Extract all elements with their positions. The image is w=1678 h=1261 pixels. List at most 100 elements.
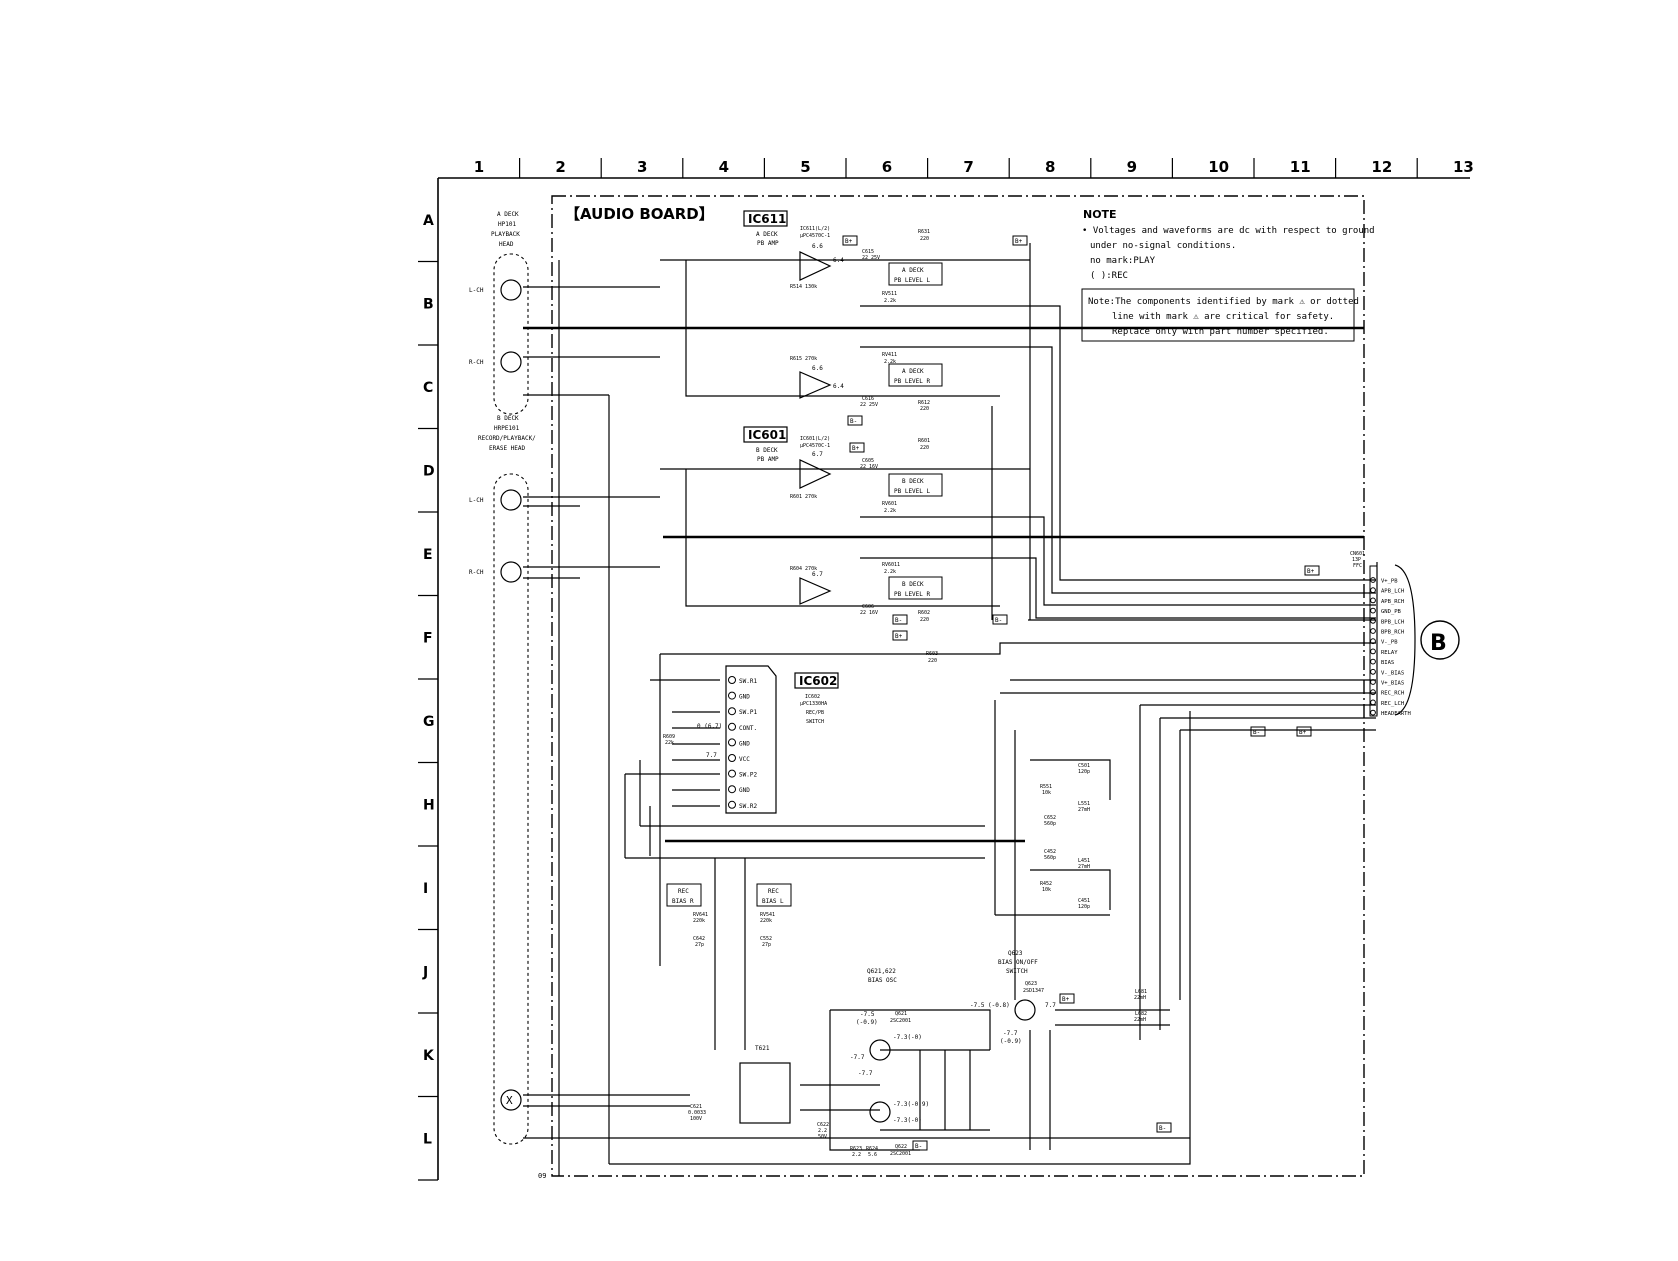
part-c605v: 22 16V — [860, 464, 878, 470]
b-pb-level-r-2: PB LEVEL R — [894, 591, 931, 598]
a-deck-head: A DECK HP101 PLAYBACK HEAD L-CH R-CH — [469, 211, 529, 415]
b-pb-level-l-1: B DECK — [902, 478, 924, 485]
ic602-pin-label: GND — [739, 694, 750, 701]
ic-volt-a3: 6.4 — [833, 383, 844, 390]
ic602-pin — [728, 769, 736, 778]
note-line-1: • Voltages and waveforms are dc with res… — [1082, 226, 1375, 236]
note-line-3: no mark:PLAY — [1090, 256, 1156, 266]
part-c615: C615 — [862, 249, 874, 255]
cn601-pin — [1370, 648, 1376, 655]
cn601-pin-label: V+_PB — [1381, 579, 1398, 585]
bias-oscillator: Q623 BIAS ON/OFF SWITCH Q621,622 BIAS OS… — [739, 950, 1056, 1157]
a-pb-level-l-1: A DECK — [902, 267, 924, 274]
column-label-11: 11 — [1290, 158, 1311, 176]
ic602-label-4: SWITCH — [806, 719, 824, 725]
ic602-volt-1: 0 (6.7) — [697, 723, 722, 730]
part-r612: R612 — [918, 400, 930, 406]
cn601-pin — [1370, 587, 1376, 594]
part-l681v: 22mH — [1134, 995, 1146, 1001]
row-label-L: L — [423, 1131, 432, 1147]
b-plus-tag-7: B+ — [1062, 996, 1070, 1003]
column-label-4: 4 — [719, 158, 729, 176]
note-box-line-1: Note:The components identified by mark ⚠… — [1088, 297, 1359, 307]
part-rv6011: RV6011 — [882, 562, 900, 568]
ic601-block: IC601 B DECK PB AMP IC601(L/2) μPC4570C-… — [743, 426, 830, 463]
ic-volt-a4: 6.6 — [812, 365, 823, 372]
supply-tags: B+ B+ B- B+ B- B+ B- B+ B- B+ B+ B- B- — [842, 235, 1320, 1151]
board-title: 【AUDIO BOARD】 — [565, 205, 714, 223]
cn601-pin-label: APB_LCH — [1381, 589, 1404, 595]
column-label-3: 3 — [637, 158, 647, 176]
q623-label-1: BIAS ON/OFF — [998, 959, 1038, 966]
part-c621v: 0.0033 — [688, 1110, 706, 1116]
rec-bias-l-2: BIAS L — [762, 898, 784, 905]
part-r601: R601 — [918, 438, 930, 444]
part-c606v: 22 16V — [860, 610, 878, 616]
cn601-ref: CN601 — [1350, 551, 1365, 557]
part-rv641v: 220k — [693, 918, 705, 924]
part-c501: C501 — [1078, 763, 1090, 769]
part-r615: R615 270k — [790, 356, 817, 362]
column-label-8: 8 — [1045, 158, 1055, 176]
board-outline — [551, 195, 1365, 1177]
part-r551v: 10k — [1042, 790, 1051, 796]
part-c652: C652 — [1044, 815, 1056, 821]
column-label-1: 1 — [474, 158, 484, 176]
ic611-label-2: PB AMP — [757, 240, 779, 247]
ic602-pin-label: GND — [739, 787, 750, 794]
ic602-pin-label: GND — [739, 740, 750, 747]
ic611-label-1: A DECK — [756, 231, 778, 238]
ic611-part: IC611(L/2) — [800, 226, 830, 232]
ic-volt-b1: 6.7 — [812, 451, 823, 458]
part-c652v: 560p — [1044, 821, 1056, 827]
part-labels: R631 220 R612 220 R601 220 R602 220 R603… — [663, 229, 1147, 1158]
volt-8: -7.7 — [850, 1054, 865, 1061]
part-rv6011v: 2.2k — [884, 569, 896, 575]
b-minus-tag-6: B- — [915, 1143, 922, 1150]
part-r624v: 5.6 — [868, 1152, 877, 1158]
b-deck-desc2: ERASE HEAD — [489, 445, 526, 452]
part-r604: R604 270k — [790, 566, 817, 572]
rec-bias-r-2: BIAS R — [672, 898, 694, 905]
volt-5: -7.5 — [860, 1011, 875, 1018]
part-rv411v: 2.2k — [884, 359, 896, 365]
b-deck-head: B DECK HRPE101 RECORD/PLAYBACK/ ERASE HE… — [469, 415, 536, 1145]
a-deck-desc: PLAYBACK — [491, 231, 520, 238]
part-c452: C452 — [1044, 849, 1056, 855]
a-pb-level-l-2: PB LEVEL L — [894, 277, 931, 284]
ic-volt-a1: 6.4 — [833, 257, 844, 264]
b-rch-label: R-CH — [469, 569, 484, 576]
b-lch-label: L-CH — [469, 497, 484, 504]
ic602-pin-label: SW.P2 — [739, 772, 757, 779]
part-c622v2: 50V — [818, 1134, 827, 1140]
part-r631: R631 — [918, 229, 930, 235]
part-r623: R623 — [850, 1146, 862, 1152]
ic602-volt-2: 7.7 — [706, 752, 717, 759]
part-c552: C552 — [760, 936, 772, 942]
part-c552v: 27p — [762, 942, 771, 948]
ic602-pin — [728, 754, 736, 762]
ic602-pin — [728, 707, 736, 716]
q622-part2: 2SC2001 — [890, 1151, 911, 1157]
part-rv511: RV511 — [882, 291, 897, 297]
cn601-pin-label: APB_RCH — [1381, 599, 1404, 605]
part-r603v: 220 — [928, 658, 937, 664]
cn601-pin — [1370, 709, 1376, 716]
q622-part: Q622 — [895, 1144, 907, 1150]
cn601-pin-label: REC_LCH — [1381, 701, 1404, 707]
part-rv601v: 2.2k — [884, 508, 896, 514]
ic602-pin — [728, 785, 736, 794]
b-plus-tag-1: B+ — [845, 238, 853, 245]
cn601-pin-label: V-_BIAS — [1381, 670, 1404, 676]
ic601-label-2: PB AMP — [757, 456, 779, 463]
ic-volt-a2: 6.6 — [812, 243, 823, 250]
part-r551: R551 — [1040, 784, 1052, 790]
part-c605: C605 — [862, 458, 874, 464]
column-label-2: 2 — [555, 158, 565, 176]
rec-bias-l-1: REC — [768, 888, 779, 895]
ic602-pin-label: SW.R2 — [739, 803, 757, 810]
volt-6: (-0.9) — [856, 1019, 878, 1026]
volt-1: -7.5 (-0.8) — [970, 1002, 1010, 1009]
cn601-pin — [1370, 607, 1376, 614]
